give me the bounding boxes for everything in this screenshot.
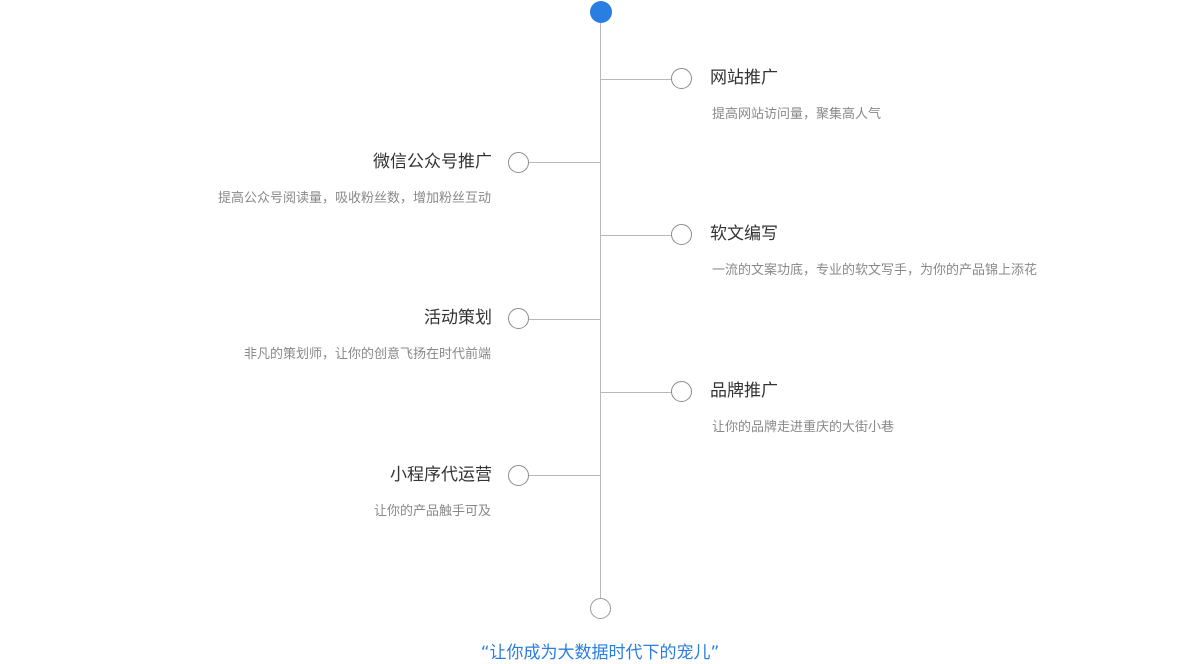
timeline-node [508, 152, 529, 173]
timeline-node [671, 68, 692, 89]
connector-line [601, 392, 672, 393]
timeline-end-dot [590, 598, 611, 619]
timeline-node [508, 308, 529, 329]
connector-line [601, 79, 672, 80]
item-description: 非凡的策划师，让你的创意飞扬在时代前端 [243, 347, 491, 362]
item-description: 让你的产品触手可及 [373, 504, 491, 519]
item-title: 网站推广 [710, 68, 778, 88]
item-description: 让你的品牌走进重庆的大街小巷 [712, 420, 895, 435]
connector-line [601, 235, 672, 236]
timeline-node [671, 224, 692, 245]
item-title: 活动策划 [424, 308, 492, 328]
timeline-node [508, 465, 529, 486]
item-description: 一流的文案功底，专业的软文写手，为你的产品锦上添花 [712, 263, 1038, 278]
connector-line [529, 319, 600, 320]
timeline-axis [600, 12, 601, 602]
timeline-start-dot [590, 1, 612, 23]
slogan: “让你成为大数据时代下的宠儿” [480, 643, 720, 663]
item-title: 微信公众号推广 [373, 152, 492, 172]
connector-line [529, 475, 600, 476]
item-title: 软文编写 [710, 224, 778, 244]
timeline-node [671, 381, 692, 402]
item-title: 品牌推广 [710, 381, 778, 401]
connector-line [529, 162, 600, 163]
item-description: 提高公众号阅读量，吸收粉丝数，增加粉丝互动 [217, 191, 491, 206]
item-description: 提高网站访问量，聚集高人气 [712, 107, 882, 122]
item-title: 小程序代运营 [390, 465, 492, 485]
